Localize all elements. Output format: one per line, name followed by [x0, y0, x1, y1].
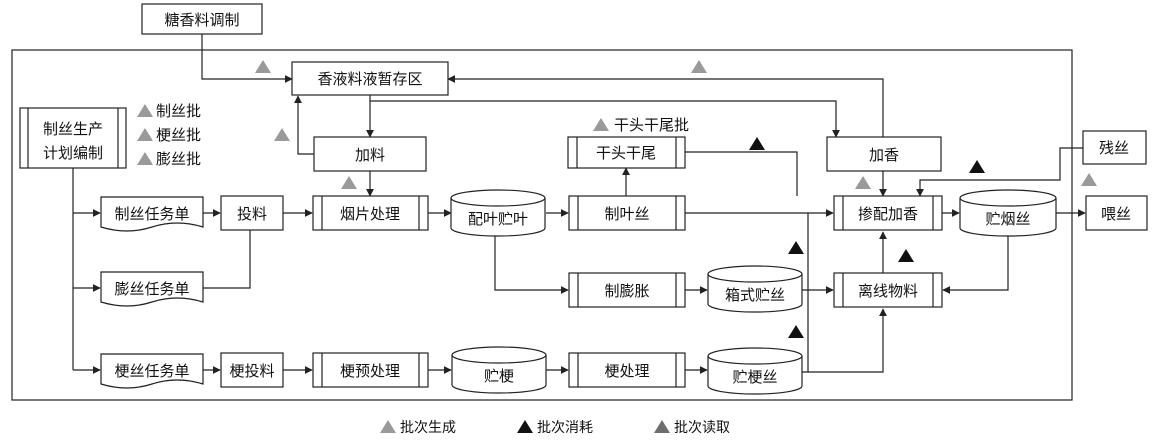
- node-tobacco-store-label: 贮烟丝: [985, 210, 1030, 228]
- batch-generate-marker: [1081, 173, 1097, 186]
- node-add-material-label: 加料: [355, 146, 385, 164]
- batch-generate-marker: [855, 176, 871, 189]
- node-storage: 香液料液暂存区: [291, 61, 449, 96]
- legend-generate-label: 批次生成: [400, 420, 456, 436]
- node-plan-label-1: 制丝生产: [43, 120, 103, 138]
- batch-consume-marker: [788, 325, 804, 338]
- node-stem-silk-store-label: 贮梗丝: [732, 368, 777, 386]
- node-dry-head-tail-label: 干头干尾: [596, 144, 656, 162]
- node-residue-label: 残丝: [1099, 139, 1129, 157]
- node-stem-store: 贮梗: [451, 346, 547, 394]
- batch-list-item-1: 制丝批: [156, 102, 201, 120]
- node-stem-feeding-label: 梗投料: [229, 362, 274, 380]
- system-frame: [11, 49, 1073, 401]
- node-order-expanded: 膨丝任务单: [100, 271, 204, 307]
- legend: 批次生成 批次消耗 批次读取: [380, 419, 730, 436]
- node-add-flavor-label: 加香: [869, 146, 899, 164]
- node-residue: 残丝: [1082, 130, 1147, 165]
- connectors: [72, 34, 1086, 374]
- node-add-material: 加料: [313, 136, 427, 172]
- node-blend-store-label: 配叶贮叶: [468, 210, 528, 228]
- node-add-flavor: 加香: [826, 136, 942, 172]
- batch-consume-marker: [749, 137, 765, 150]
- batch-generate-marker: [691, 60, 707, 73]
- node-stem-processing: 梗处理: [568, 352, 686, 388]
- node-order-cut-label: 制丝任务单: [114, 205, 189, 223]
- node-offline-label: 离线物料: [858, 282, 918, 300]
- node-storage-label: 香液料液暂存区: [317, 70, 422, 88]
- node-leaf-processing: 烟片处理: [312, 195, 429, 231]
- node-make-leaf: 制叶丝: [568, 195, 686, 231]
- batch-generate-marker: [137, 152, 153, 165]
- batch-list: 制丝批 梗丝批 膨丝批: [137, 102, 201, 168]
- batch-list-item-2: 梗丝批: [156, 126, 201, 144]
- node-stem-silk-store: 贮梗丝: [707, 347, 803, 395]
- batch-generate-marker: [593, 118, 609, 131]
- node-sugar: 糖香料调制: [141, 3, 263, 35]
- node-box-store-label: 箱式贮丝: [725, 286, 785, 304]
- node-offline: 离线物料: [833, 272, 943, 308]
- node-blend-add: 掺配加香: [833, 195, 943, 231]
- node-box-store: 箱式贮丝: [707, 265, 803, 313]
- node-plan-label-2: 计划编制: [43, 144, 103, 162]
- node-order-stem-label: 梗丝任务单: [114, 362, 189, 380]
- node-order-cut: 制丝任务单: [100, 196, 204, 232]
- node-stem-pre-label: 梗预处理: [340, 362, 400, 380]
- batch-generate-marker: [137, 104, 153, 117]
- node-blend-add-label: 掺配加香: [858, 205, 918, 223]
- batch-generate-marker: [341, 176, 357, 189]
- node-make-expanded-label: 制膨胀: [604, 282, 649, 300]
- batch-list-item-3: 膨丝批: [156, 150, 201, 168]
- batch-generate-marker: [274, 128, 290, 141]
- batch-generate-marker: [255, 60, 271, 73]
- node-stem-processing-label: 梗处理: [604, 362, 649, 380]
- legend-read-icon: [654, 420, 670, 433]
- batch-consume-marker: [898, 249, 914, 262]
- node-feeding-label: 投料: [237, 205, 267, 223]
- node-leaf-processing-label: 烟片处理: [340, 205, 400, 223]
- node-order-stem: 梗丝任务单: [100, 353, 204, 389]
- node-sugar-label: 糖香料调制: [164, 11, 239, 29]
- batch-generate-marker: [137, 128, 153, 141]
- node-stem-pre: 梗预处理: [312, 352, 429, 388]
- node-feed-label: 喂丝: [1101, 205, 1131, 223]
- node-tobacco-store: 贮烟丝: [959, 189, 1057, 237]
- batch-markers: [255, 60, 1097, 338]
- legend-consume-label: 批次消耗: [537, 420, 593, 436]
- node-feed: 喂丝: [1085, 195, 1148, 231]
- node-stem-store-label: 贮梗: [484, 367, 514, 385]
- legend-generate-icon: [380, 420, 396, 433]
- node-dry-head-tail: 干头干尾: [567, 136, 686, 169]
- legend-consume-icon: [517, 420, 533, 433]
- node-blend-store: 配叶贮叶: [450, 189, 546, 237]
- node-order-expanded-label: 膨丝任务单: [114, 280, 189, 298]
- node-make-leaf-label: 制叶丝: [604, 205, 649, 223]
- batch-consume-marker: [788, 241, 804, 254]
- legend-read-label: 批次读取: [674, 419, 730, 436]
- node-plan: 制丝生产 计划编制: [19, 107, 127, 169]
- node-make-expanded: 制膨胀: [568, 272, 686, 308]
- svg-text:干头干尾批: 干头干尾批: [614, 116, 689, 134]
- batch-consume-marker: [969, 160, 985, 173]
- node-stem-feeding: 梗投料: [220, 352, 284, 388]
- node-feeding: 投料: [220, 195, 284, 231]
- dry-batch-label: 干头干尾批: [593, 116, 689, 134]
